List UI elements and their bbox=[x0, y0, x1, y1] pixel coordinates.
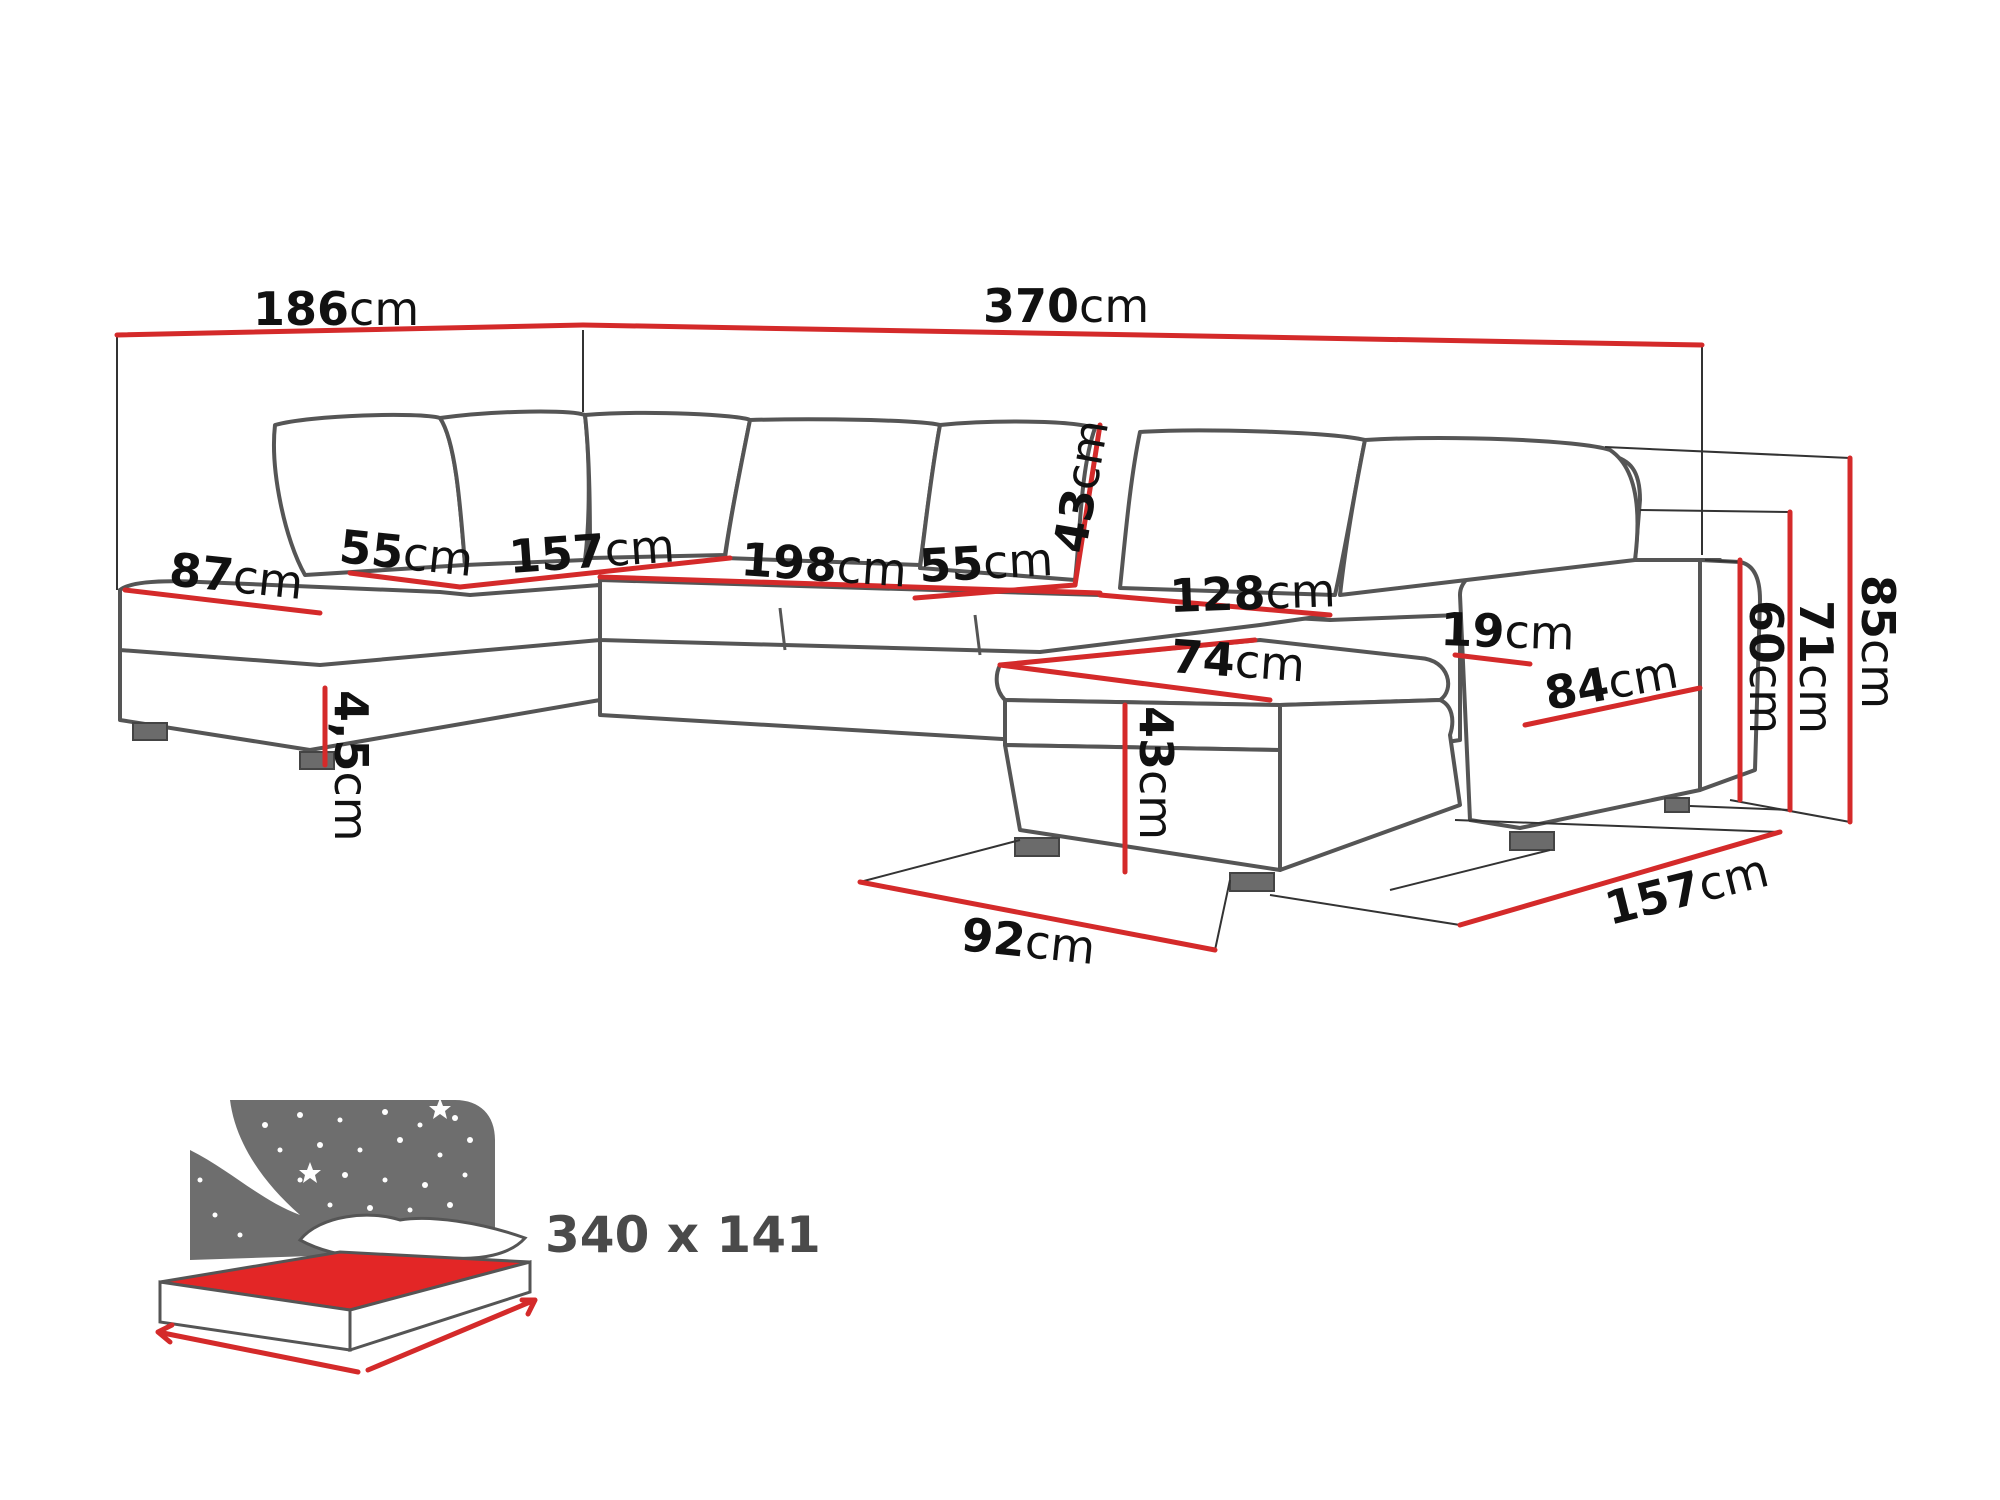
label-43-seat: 43cm bbox=[1129, 706, 1183, 840]
label-87: 87cm bbox=[167, 542, 306, 610]
line-157-seat bbox=[457, 555, 733, 590]
label-370: 370cm bbox=[983, 279, 1149, 333]
line-370 bbox=[580, 322, 1705, 348]
label-198: 198cm bbox=[739, 532, 909, 597]
line-74 bbox=[997, 662, 1273, 703]
label-71: 71cm bbox=[1789, 600, 1843, 734]
bed-function-icon bbox=[155, 1098, 538, 1375]
leg-3 bbox=[1014, 837, 1060, 857]
leg-5 bbox=[1509, 831, 1555, 851]
label-60: 60cm bbox=[1739, 600, 1793, 734]
label-92: 92cm bbox=[959, 907, 1098, 975]
leg-6 bbox=[1664, 797, 1690, 813]
label-55-left: 55cm bbox=[337, 519, 476, 587]
line-157-depth bbox=[1457, 829, 1783, 928]
line-87 bbox=[122, 587, 323, 616]
sofa-outline bbox=[118, 409, 1762, 892]
seat-seam-1 bbox=[778, 607, 787, 651]
line-74-back bbox=[997, 637, 1258, 668]
bed-arrow-width bbox=[365, 1297, 538, 1373]
dimension-labels: 186cm 370cm 87cm 55cm 157cm 198cm 55cm 4… bbox=[167, 279, 1905, 975]
line-128 bbox=[1097, 592, 1333, 618]
line-84 bbox=[1522, 685, 1703, 728]
dimension-lines bbox=[114, 322, 1853, 953]
bed-size-label: 340 x 141 bbox=[545, 1206, 821, 1264]
seat-seam-2 bbox=[973, 614, 982, 656]
line-19 bbox=[1452, 652, 1533, 667]
right-chaise-side bbox=[1278, 698, 1462, 872]
line-55-left bbox=[347, 570, 463, 590]
label-157-seat: 157cm bbox=[507, 519, 677, 584]
back-cushion-7 bbox=[1338, 436, 1640, 597]
bed-arrow-length bbox=[155, 1322, 361, 1375]
star-icon bbox=[197, 1098, 473, 1238]
label-84: 84cm bbox=[1541, 644, 1682, 720]
line-92 bbox=[857, 879, 1218, 953]
label-128: 128cm bbox=[1168, 563, 1336, 623]
line-43-back bbox=[1072, 422, 1103, 588]
line-186 bbox=[114, 322, 586, 338]
label-43-back: 43cm bbox=[1043, 415, 1119, 556]
back-cushion-5 bbox=[918, 419, 1097, 582]
label-186: 186cm bbox=[253, 282, 419, 336]
label-55-right: 55cm bbox=[918, 532, 1055, 593]
label-85: 85cm bbox=[1851, 575, 1905, 709]
leg-1 bbox=[132, 722, 168, 741]
label-4-5: 4,5cm bbox=[324, 690, 378, 842]
leg-4 bbox=[1229, 872, 1275, 892]
label-74: 74cm bbox=[1169, 629, 1307, 692]
line-55-right bbox=[912, 582, 1078, 601]
label-19: 19cm bbox=[1440, 602, 1576, 661]
mattress-side-right bbox=[348, 1260, 532, 1353]
